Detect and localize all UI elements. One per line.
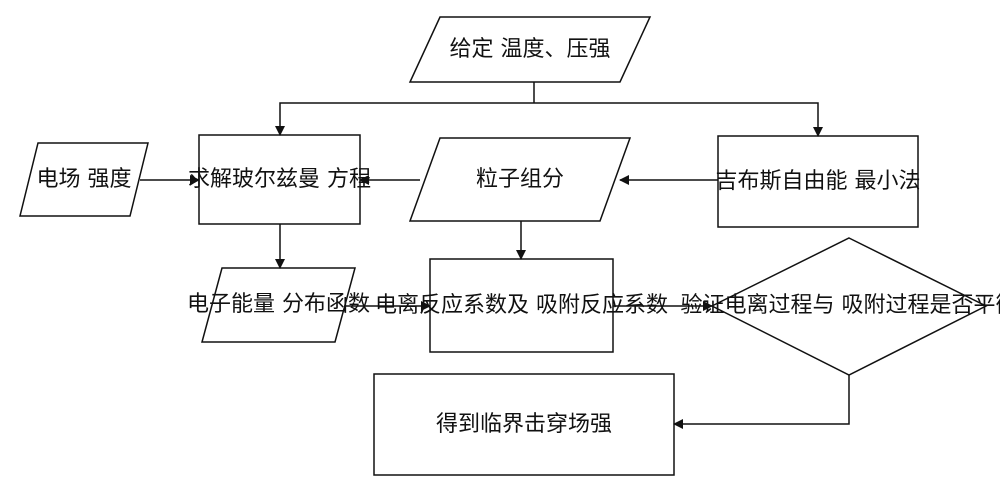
branch-to-boltzmann-arrow [275, 102, 534, 136]
boltzmann-solver-line2: 方程 [327, 166, 372, 192]
balance-check-label: 验证电离过程与 吸附过程是否平衡 [680, 272, 1000, 340]
particle-composition-shape [408, 137, 632, 222]
balance-check-line2: 吸附过程是否平衡 [841, 293, 1000, 318]
gibbs-method-shape [717, 135, 919, 228]
electric-field-line2: 强度 [87, 166, 132, 192]
electric-field-line1: 电场 [36, 166, 81, 192]
balance-to-result-arrow [673, 375, 850, 429]
input-given-line1: 给定 [449, 36, 494, 62]
gibbs-method-label: 吉布斯自由能 最小法 [715, 136, 921, 227]
electric-field-shape [19, 142, 149, 217]
input-given-label: 给定 温度、压强 [440, 17, 620, 82]
electron-energy-label: 电子能量 分布函数 [187, 268, 370, 342]
reaction-coeffs-line2: 吸附反应系数 [536, 292, 669, 318]
boltzmann-solver-line1: 求解玻尔兹曼 [187, 166, 320, 192]
result-label: 得到临界击穿场强 [374, 374, 674, 475]
electron-energy-shape [201, 267, 356, 343]
particle-composition-text: 粒子组分 [475, 166, 564, 192]
gibbs-method-line2: 最小法 [854, 168, 921, 194]
reaction-coeffs-label: 电离反应系数及 吸附反应系数 [375, 259, 668, 352]
branch-to-gibbs-arrow [534, 102, 823, 137]
balance-check-line1: 验证电离过程与 [680, 293, 835, 318]
result-text: 得到临界击穿场强 [435, 411, 612, 437]
particle-composition-label: 粒子组分 [425, 138, 615, 221]
reaction-coeffs-line1: 电离反应系数及 [374, 292, 529, 318]
input-given-shape [408, 16, 652, 83]
boltzmann-solver-label: 求解玻尔兹曼 方程 [188, 135, 371, 224]
electric-field-label: 电场 强度 [29, 143, 139, 216]
result-shape [373, 373, 675, 476]
gibbs-method-line1: 吉布斯自由能 [715, 168, 848, 194]
input-given-line2: 温度、压强 [500, 36, 611, 62]
electron-energy-line1: 电子能量 [186, 292, 275, 317]
electron-energy-line2: 分布函数 [282, 292, 371, 317]
